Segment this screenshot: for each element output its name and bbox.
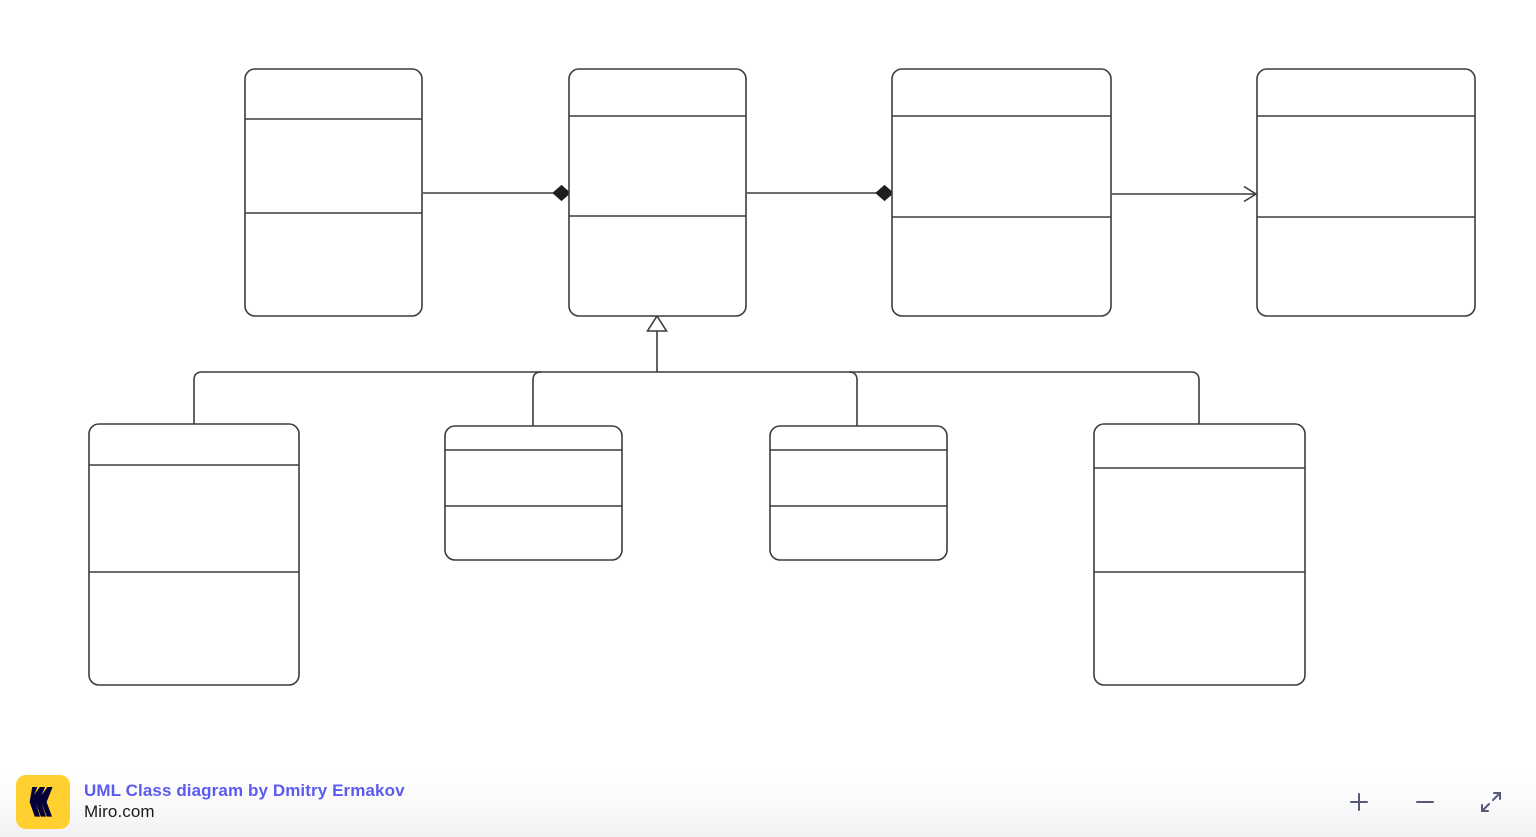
connector-composition-1[interactable] [423, 184, 571, 202]
miro-mark-icon [29, 787, 53, 817]
class-box-outline [244, 68, 423, 317]
class-box-outline [1093, 423, 1306, 686]
class-box-layer [88, 68, 1476, 686]
uml-class-box-4[interactable] [1256, 68, 1476, 317]
hollow-triangle-icon [646, 314, 668, 332]
viewer-controls [1342, 785, 1508, 819]
footer-attribution: UML Class diagram by Dmitry Ermakov Miro… [16, 775, 405, 829]
expand-diagonal-arrows-icon [1481, 792, 1501, 812]
embed-footer-bar: UML Class diagram by Dmitry Ermakov Miro… [0, 745, 1536, 837]
uml-class-box-1[interactable] [244, 68, 423, 317]
plus-icon [1350, 793, 1368, 811]
uml-class-box-8[interactable] [1093, 423, 1306, 686]
class-box-outline [444, 425, 623, 561]
class-box-outline [1256, 68, 1476, 317]
attribution-source: Miro.com [84, 802, 155, 821]
connector-layer [193, 184, 1258, 426]
minus-icon [1416, 801, 1434, 803]
diagram-canvas[interactable] [0, 0, 1536, 770]
connector-generalization-1[interactable] [193, 314, 1200, 426]
fullscreen-button[interactable] [1474, 785, 1508, 819]
generalization-drop-class-6 [532, 371, 542, 426]
class-box-outline [568, 68, 747, 317]
uml-class-box-5[interactable] [88, 423, 300, 686]
uml-class-box-2[interactable] [568, 68, 747, 317]
uml-class-box-3[interactable] [891, 68, 1112, 317]
class-box-outline [88, 423, 300, 686]
class-box-outline [769, 425, 948, 561]
uml-class-box-7[interactable] [769, 425, 948, 561]
class-box-outline [891, 68, 1112, 317]
connector-association-1[interactable] [1112, 185, 1258, 203]
miro-logo [16, 775, 70, 829]
attribution-link[interactable]: UML Class diagram by Dmitry Ermakov [84, 781, 405, 801]
uml-class-diagram [88, 68, 1476, 686]
open-arrow-icon [1243, 185, 1258, 203]
generalization-bus [193, 371, 1200, 424]
generalization-drop-class-7 [848, 371, 858, 426]
uml-class-box-6[interactable] [444, 425, 623, 561]
connector-composition-2[interactable] [747, 184, 894, 202]
filled-diamond-icon [552, 184, 571, 202]
filled-diamond-icon [875, 184, 894, 202]
zoom-in-button[interactable] [1342, 785, 1376, 819]
zoom-out-button[interactable] [1408, 785, 1442, 819]
